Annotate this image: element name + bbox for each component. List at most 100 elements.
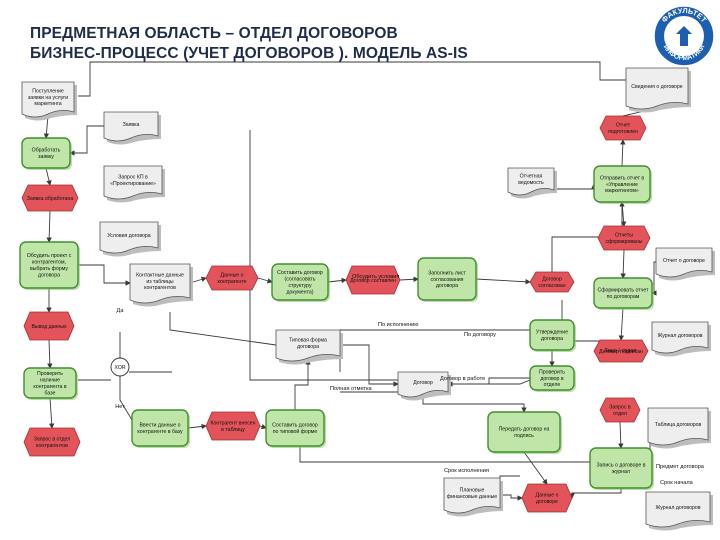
connector-c2: Да xyxy=(117,308,125,314)
event-shape xyxy=(593,339,649,363)
route-line-4 xyxy=(339,329,530,372)
function-shape xyxy=(529,319,575,351)
event-shape xyxy=(597,225,651,251)
edge-19 xyxy=(618,307,624,341)
edge-label-1: По исполнению xyxy=(378,322,419,328)
document-node-d4: Условия договора xyxy=(99,221,161,257)
event-node-e9: Вывод данных xyxy=(23,311,75,341)
edge-label-3: Лицо / отдел xyxy=(604,348,637,354)
document-shape xyxy=(397,371,449,398)
document-node-d2: Заявка xyxy=(103,111,161,145)
edge-label-9: Обсудить условия xyxy=(352,274,399,280)
edge-18 xyxy=(620,249,626,279)
edge-label-8: Срок начала xyxy=(660,480,694,486)
event-node-e7: Договор подписан xyxy=(593,339,649,363)
edge-10 xyxy=(257,277,273,284)
branch-label: Да xyxy=(117,308,125,314)
node-label: Условия договора xyxy=(107,233,150,239)
event-shape xyxy=(345,265,401,295)
document-shape xyxy=(655,247,713,278)
document-shape xyxy=(275,329,341,362)
route-line-1 xyxy=(78,61,626,97)
document-shape xyxy=(625,67,689,110)
branch-label: Нет xyxy=(115,404,125,410)
edge-15 xyxy=(620,139,626,167)
connector-label: XOR xyxy=(114,365,125,371)
event-node-e3: Договор составлен xyxy=(345,265,401,295)
route-line-10 xyxy=(119,376,133,421)
route-line-7 xyxy=(448,379,531,385)
edge-label-5: Полная отметка xyxy=(330,386,373,392)
event-shape xyxy=(23,311,75,341)
edge-23 xyxy=(618,421,624,449)
document-node-d14: Журнал договоров xyxy=(645,491,713,531)
document-shape xyxy=(103,165,163,200)
node-label: Договор подписан xyxy=(599,349,643,355)
document-node-d10: Таблица договоров xyxy=(647,407,711,449)
document-shape xyxy=(103,111,159,142)
connector-c3: Нет xyxy=(115,404,125,410)
faculty-logo: ФАКУЛЬТЕТ ИНФОРМАТИКИ xyxy=(653,5,715,67)
document-shape xyxy=(651,321,709,354)
title-line-2: БИЗНЕС-ПРОЦЕСС (УЧЕТ ДОГОВОРОВ ). МОДЕЛЬ… xyxy=(30,45,468,62)
edge-2 xyxy=(45,167,52,186)
document-shape xyxy=(645,491,711,528)
node-label: Запрос КП в«Проектирование» xyxy=(110,175,156,187)
route-line-3 xyxy=(169,312,277,346)
function-shape xyxy=(19,241,79,289)
event-shape xyxy=(21,184,79,212)
function-shape xyxy=(271,263,329,301)
node-label: Отчет о договоре xyxy=(663,258,705,264)
document-node-d8: Отчет о договоре xyxy=(655,247,715,281)
event-shape xyxy=(205,265,259,291)
document-shape xyxy=(647,407,709,446)
node-label: Сведения о договоре xyxy=(631,84,683,90)
document-node-d3: Запрос КП в«Проектирование» xyxy=(103,165,165,203)
connector-c1: XOR xyxy=(110,357,130,377)
event-shape xyxy=(599,115,647,141)
edge-34 xyxy=(500,494,523,501)
function-shape xyxy=(589,447,653,489)
edge-25 xyxy=(523,451,548,485)
edge-6 xyxy=(49,397,55,429)
function-shape xyxy=(265,409,325,447)
event-node-e1: Заявка обработана xyxy=(21,184,79,212)
logo-mark-icon xyxy=(676,26,692,46)
edge-label-6: Предмет договора xyxy=(656,464,705,470)
title-line-1: ПРЕДМЕТНАЯ ОБЛАСТЬ – ОТДЕЛ ДОГОВОРОВ xyxy=(30,25,398,42)
